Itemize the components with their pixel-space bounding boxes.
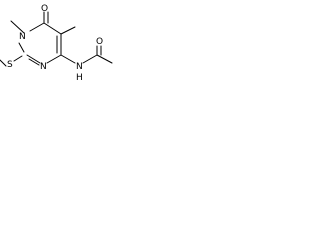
bond-c4-nh — [60, 54, 76, 64]
bond-c2-s — [13, 55, 23, 62]
bond-c5-c6 — [43, 22, 62, 35]
bond-carbonyl-methyl — [96, 54, 113, 64]
bond-c2-n3 — [26, 54, 41, 64]
pyrimidine-ring — [18, 22, 62, 66]
nitrogen-1-label: N — [19, 32, 26, 42]
bond-n1-c2 — [18, 42, 25, 53]
bond-n3-c4 — [46, 54, 62, 64]
bond-n1-methyl — [10, 20, 25, 34]
amide-nitrogen-label: N — [76, 62, 83, 72]
bond-c2-n3-double — [28, 58, 40, 66]
sulfur-label: S — [7, 60, 13, 70]
bond-c6-n1 — [29, 22, 45, 32]
chemical-structure: O N N S N H O — [0, 4, 113, 83]
amide-hydrogen-label: H — [76, 73, 83, 83]
oxygen-label: O — [41, 4, 48, 14]
bond-c5-methyl — [60, 26, 76, 35]
acetyl-oxygen-label: O — [96, 37, 103, 47]
bond-nh-carbonyl — [82, 54, 98, 64]
nitrogen-3-label: N — [40, 62, 47, 72]
bond-s-methyl — [0, 59, 7, 67]
structure-canvas: O N N S N H O — [0, 0, 122, 85]
